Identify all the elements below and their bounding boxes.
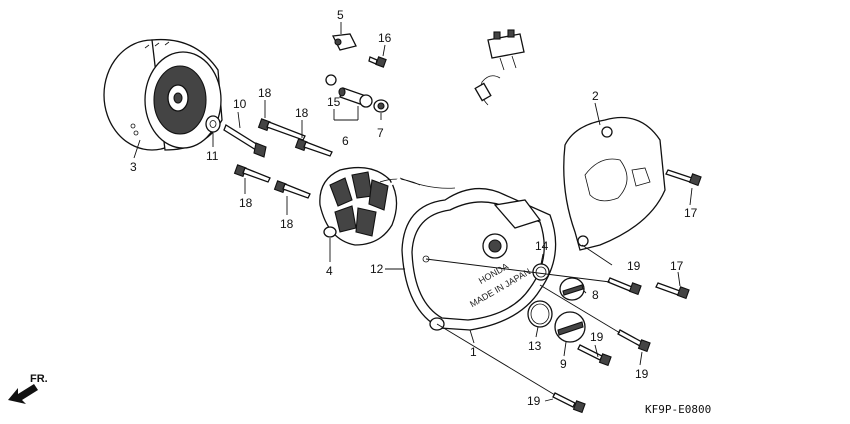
washer: [205, 115, 221, 133]
label-16: 16: [378, 31, 392, 45]
sensor-6: [338, 87, 373, 108]
front-direction-label: FR.: [30, 373, 48, 385]
label-7: 7: [377, 126, 384, 140]
cap-8: [559, 277, 585, 301]
label-5: 5: [337, 8, 344, 22]
bolt-16: [368, 56, 387, 68]
wire-connector: [487, 29, 525, 71]
label-18-d: 18: [280, 217, 294, 231]
cap-9: [554, 311, 586, 343]
label-3: 3: [130, 160, 137, 174]
label-15: 15: [327, 95, 341, 109]
label-18-a: 18: [258, 86, 272, 100]
wire-harness: [389, 59, 518, 189]
o-ring-15: [325, 74, 337, 86]
label-13: 13: [528, 339, 542, 353]
label-11: 11: [206, 149, 219, 163]
sprocket-cover: [563, 116, 666, 251]
bolt-18-c: [233, 164, 271, 183]
label-6: 6: [342, 134, 349, 148]
o-ring-14: [532, 263, 550, 281]
crankcase-cover: HONDA MADE IN JAPAN: [401, 187, 557, 331]
bolt-19-d: [552, 392, 586, 414]
clamp-5: [332, 33, 357, 51]
o-ring-13: [527, 300, 553, 328]
bolt-18-b: [294, 138, 333, 157]
flywheel-nut-bolt: [223, 124, 267, 158]
bolt-17-b: [655, 282, 690, 300]
stator: [319, 166, 421, 246]
label-1: 1: [470, 345, 477, 359]
label-12: 12: [370, 262, 384, 276]
label-10: 10: [233, 97, 247, 111]
bolt-17-a: [665, 169, 702, 187]
bolt-18-d: [273, 180, 311, 199]
label-4: 4: [326, 264, 333, 278]
bolt-19-c: [577, 344, 612, 367]
label-19-d: 19: [527, 394, 541, 408]
front-direction-arrow: FR.: [8, 373, 48, 404]
label-19-a: 19: [627, 259, 641, 273]
label-17-b: 17: [670, 259, 684, 273]
label-2: 2: [592, 89, 599, 103]
bolt-19-a: [607, 277, 642, 296]
label-14: 14: [535, 239, 549, 253]
bolt-19-b: [617, 329, 651, 353]
label-17-a: 17: [684, 206, 698, 220]
diagram-code: KF9P-E0800: [645, 403, 711, 416]
nut-7: [373, 99, 389, 113]
label-8: 8: [592, 288, 599, 302]
leader-lines: [133, 22, 693, 402]
label-9: 9: [560, 357, 567, 371]
part-labels: 3 10 11 18 18 18 18 4 5 16 15 6 7 12 1 2…: [130, 8, 698, 408]
label-18-b: 18: [295, 106, 309, 120]
flywheel: [103, 38, 223, 151]
label-19-c: 19: [590, 330, 604, 344]
bolt-18-a: [257, 118, 306, 141]
label-19-b: 19: [635, 367, 649, 381]
label-18-c: 18: [239, 196, 253, 210]
